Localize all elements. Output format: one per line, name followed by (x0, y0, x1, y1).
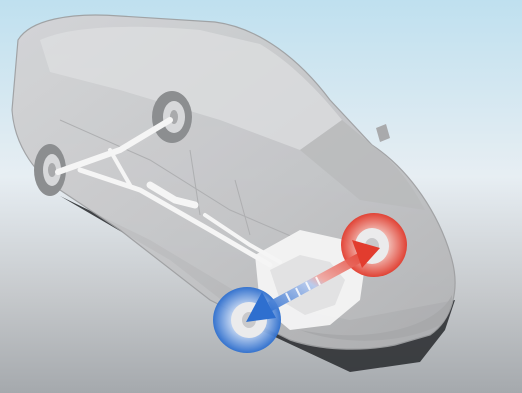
side-mirror (376, 124, 390, 142)
rear-wheel-blue (213, 287, 281, 353)
rear-right-wheel (152, 91, 192, 143)
door-line (234, 179, 251, 236)
rear-left-wheel (34, 144, 66, 196)
roof-highlight (40, 26, 342, 150)
windshield (300, 120, 425, 210)
chassis-driveline (55, 117, 282, 268)
arrow-down-left-icon (246, 240, 380, 322)
panel-line (59, 119, 301, 241)
front-bumper (300, 295, 452, 341)
